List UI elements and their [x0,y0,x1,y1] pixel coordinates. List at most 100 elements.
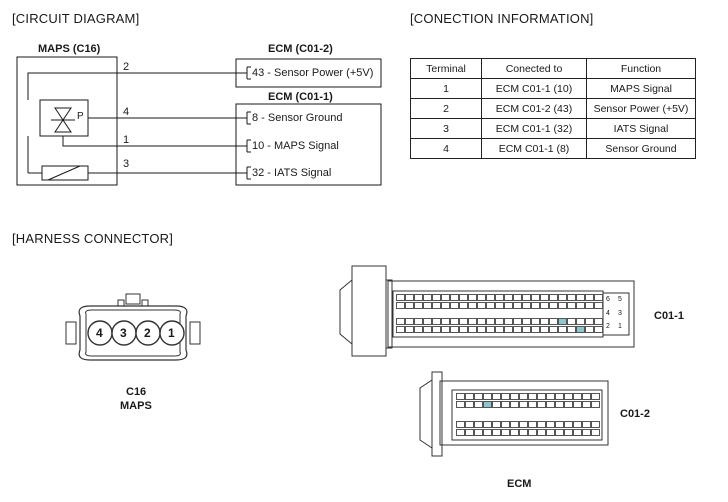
pin-cavity [582,401,591,408]
pin-cavity [522,294,531,301]
pin-cavity [405,326,414,333]
pin-cavity [456,421,465,428]
pin-cavity [405,294,414,301]
pin-cavity [585,318,594,325]
pin-cavity [501,393,510,400]
pin-cavity [594,294,603,301]
sensor-pin-1: 1 [123,134,130,146]
pin-cavity [423,318,432,325]
pin-cavity [477,318,486,325]
maps-label: MAPS [120,400,152,412]
pin-cavity [591,421,600,428]
cell-connected: ECM C01-2 (43) [481,98,587,119]
pin-cavity [468,318,477,325]
ecm-pin-43: 43 - Sensor Power (+5V) [252,67,374,79]
pin-cavity [477,294,486,301]
pin-cavity [483,393,492,400]
c16-pin-2: 2 [144,326,151,340]
pin-cavity [558,326,567,333]
ecm-pin-8: 8 - Sensor Ground [252,112,343,124]
pin-cavity [519,401,528,408]
cell-connected: ECM C01-1 (8) [481,138,587,159]
pin-cavity [576,294,585,301]
pin-cavity [450,294,459,301]
table-row: 1 ECM C01-1 (10) MAPS Signal [410,78,696,99]
pin-cavity [513,294,522,301]
table-row: 4 ECM C01-1 (8) Sensor Ground [410,138,696,159]
cell-function: Sensor Ground [586,138,696,159]
pin-cavity [465,401,474,408]
pin-cavity [528,421,537,428]
pin-cavity [441,302,450,309]
pin-cavity [567,302,576,309]
pin-cavity [522,302,531,309]
pin-cavity [564,401,573,408]
pin-cavity [396,294,405,301]
pin-cavity [531,302,540,309]
pin-cavity [546,401,555,408]
pin-cavity [459,294,468,301]
pin-cavity [474,393,483,400]
pin-cavity [456,401,465,408]
pin-cavity [483,401,492,408]
pin-cavity [495,318,504,325]
pin-cavity [555,429,564,436]
c16-label: C16 [126,386,147,398]
sensor-pin-2: 2 [123,61,130,73]
pin-cavity [432,326,441,333]
pin-cavity [585,302,594,309]
pin-cavity [537,429,546,436]
pin-cavity [492,401,501,408]
pin-cavity [414,318,423,325]
c01-2-label: C01-2 [620,408,650,420]
pin-cavity [540,302,549,309]
pin-cavity [504,318,513,325]
pin-cavity [549,294,558,301]
pin-cavity [540,326,549,333]
pin-cavity [591,429,600,436]
pin-cavity [504,326,513,333]
pin-cavity [546,421,555,428]
c01-1-label: C01-1 [654,310,684,322]
pin-cavity [510,393,519,400]
pin-cavity [396,318,405,325]
ecm-label: ECM [507,478,532,490]
pin-cavity [513,302,522,309]
cell-terminal: 2 [410,98,482,119]
pin-cavity [567,326,576,333]
pin-cavity [528,393,537,400]
pin-cavity [450,326,459,333]
pin-cavity [510,421,519,428]
pin-cavity [513,318,522,325]
pin-cavity [456,429,465,436]
ecm-pin-32: 32 - IATS Signal [252,167,332,179]
cell-terminal: 1 [410,78,482,99]
pin-cavity [546,393,555,400]
pin-cavity [501,401,510,408]
header-connected-to: Conected to [481,58,587,79]
pin-cavity [585,294,594,301]
pin-cavity [459,326,468,333]
pin-cavity [564,429,573,436]
pin-cavity [567,318,576,325]
pin-cavity [537,393,546,400]
pin-cavity [576,302,585,309]
maps-sensor-title: MAPS (C16) [38,43,101,55]
pin-cavity [540,318,549,325]
pin-cavity [486,318,495,325]
table-row: 2 ECM C01-2 (43) Sensor Power (+5V) [410,98,696,119]
cell-function: Sensor Power (+5V) [586,98,696,119]
c01-1-side-pin-1: 1 [618,323,622,330]
pin-cavity [405,302,414,309]
pin-cavity [474,421,483,428]
pin-cavity [531,318,540,325]
pin-cavity [441,294,450,301]
pin-cavity [564,421,573,428]
pin-cavity [450,302,459,309]
sensor-pin-4: 4 [123,106,130,118]
pin-cavity [423,294,432,301]
c01-1-side-pin-5: 5 [618,296,622,303]
c16-pin-1: 1 [168,326,175,340]
pin-cavity [459,318,468,325]
